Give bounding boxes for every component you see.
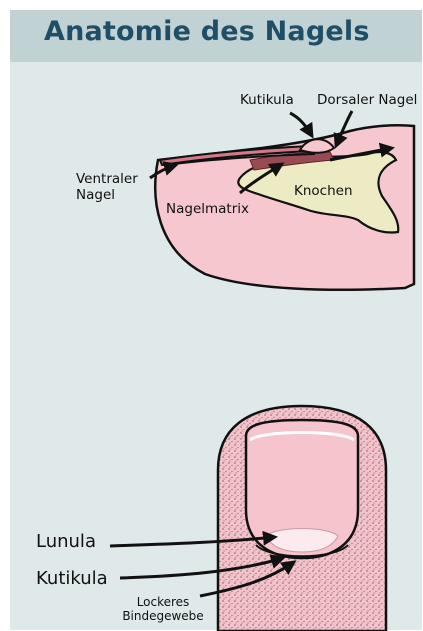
label-dorsaler-nagel: Dorsaler Nagel xyxy=(317,93,417,109)
arrow-kutikula xyxy=(290,113,312,136)
label-ventraler-nagel: Ventraler Nagel xyxy=(76,172,156,203)
label-knochen: Knochen xyxy=(294,184,353,200)
label-kutikula: Kutikula xyxy=(240,93,294,109)
label-lunula: Lunula xyxy=(36,532,96,553)
label-bindegewebe-line1: Lockeres xyxy=(108,596,218,610)
label-nagelmatrix: Nagelmatrix xyxy=(166,202,249,218)
label-lockeres-bindegewebe: Lockeres Bindegewebe xyxy=(108,596,218,624)
label-bindegewebe-line2: Bindegewebe xyxy=(108,610,218,624)
label-kutikula-top: Kutikula xyxy=(36,569,108,590)
top-view-finger xyxy=(218,406,386,631)
